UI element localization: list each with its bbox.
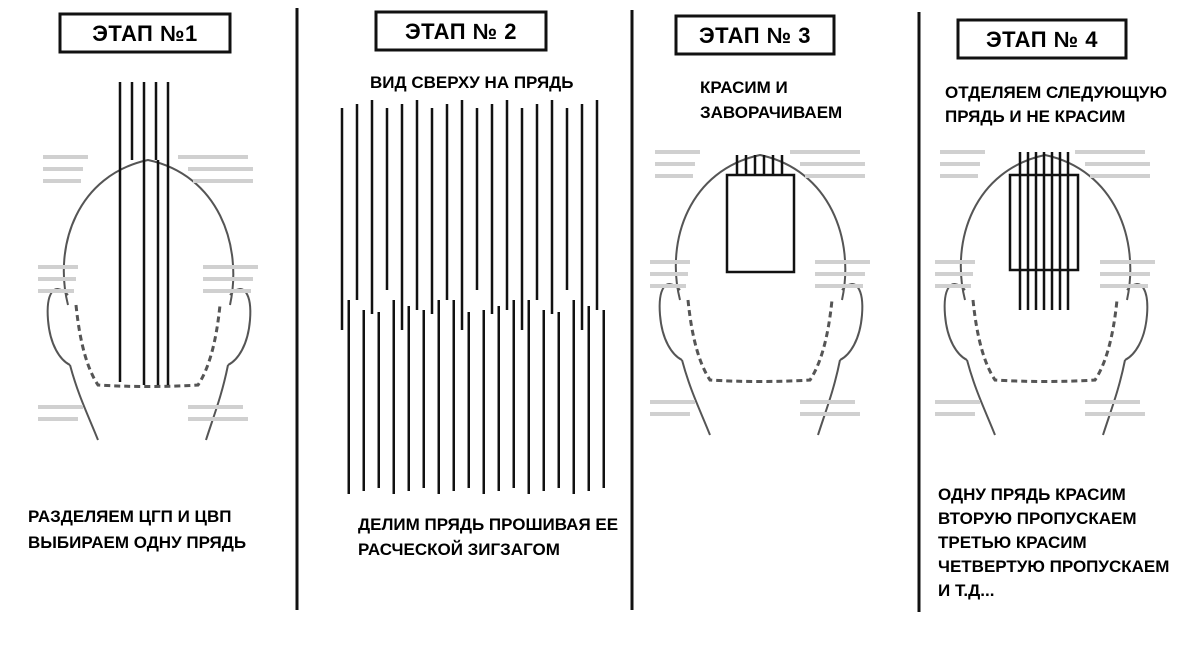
stage-2: ЭТАП № 2 ВИД СВЕРХУ НА ПРЯДЬ ДЕЛИМ ПРЯДЬ…: [340, 10, 618, 559]
stage-4: ЭТАП № 4 ОТДЕЛЯЕМ СЛЕДУЮЩУЮ ПРЯДЬ И НЕ К…: [933, 18, 1169, 600]
stage-1-caption-line-2: ВЫБИРАЕМ ОДНУ ПРЯДЬ: [28, 533, 246, 552]
stage-3-subtitle-line-2: ЗАВОРАЧИВАЕМ: [700, 103, 842, 122]
stage-2-caption-line-2: РАСЧЕСКОЙ ЗИГЗАГОМ: [358, 540, 560, 559]
stage-2-subtitle: ВИД СВЕРХУ НА ПРЯДЬ: [370, 73, 574, 92]
stage-4-caption-line-3: ТРЕТЬЮ КРАСИМ: [938, 533, 1087, 552]
stage-1-title: ЭТАП №1: [92, 21, 198, 46]
stage-4-subtitle-line-1: ОТДЕЛЯЕМ СЛЕДУЮЩУЮ: [945, 83, 1167, 102]
strand-lines-3: [735, 155, 784, 175]
stage-4-title-box: [956, 18, 1128, 60]
stage-4-subtitle-line-2: ПРЯДЬ И НЕ КРАСИМ: [945, 107, 1125, 126]
strand-lines-1: [118, 82, 170, 385]
head-illustration-1: [36, 153, 260, 442]
stage-1-title-box: [58, 12, 232, 54]
stage-3-title: ЭТАП № 3: [699, 23, 811, 48]
stage-3-title-box: [674, 14, 836, 56]
foil-packet-3: [725, 173, 796, 274]
strand-lines-4: [1018, 152, 1070, 310]
foil-packet-4: [1008, 173, 1080, 272]
stage-3-subtitle-line-1: КРАСИМ И: [700, 78, 788, 97]
stage-4-caption-line-5: И Т.Д...: [938, 581, 994, 600]
stage-3: ЭТАП № 3 КРАСИМ И ЗАВОРАЧИВАЕМ: [648, 14, 872, 437]
stage-2-title-box: [374, 10, 548, 52]
stage-4-caption-line-2: ВТОРУЮ ПРОПУСКАЕМ: [938, 509, 1137, 528]
stage-2-caption-line-1: ДЕЛИМ ПРЯДЬ ПРОШИВАЯ ЕЕ: [358, 515, 618, 534]
stage-2-title: ЭТАП № 2: [405, 19, 517, 44]
stage-4-caption-line-4: ЧЕТВЕРТУЮ ПРОПУСКАЕМ: [938, 557, 1169, 576]
stage-4-title: ЭТАП № 4: [986, 27, 1098, 52]
stage-1-caption-line-1: РАЗДЕЛЯЕМ ЦГП И ЦВП: [28, 507, 231, 526]
zigzag-strand-lines: [340, 100, 605, 494]
stage-4-caption-line-1: ОДНУ ПРЯДЬ КРАСИМ: [938, 485, 1126, 504]
stage-1: ЭТАП №1 РАЗДЕЛЯЕМ ЦГП И ЦВП ВЫБИРАЕМ ОДН…: [28, 12, 260, 552]
